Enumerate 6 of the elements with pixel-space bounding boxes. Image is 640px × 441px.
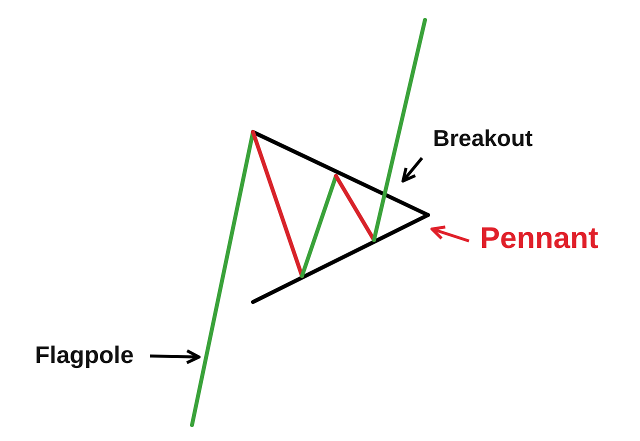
leader-arrow bbox=[150, 349, 200, 364]
callout-label: Breakout bbox=[433, 127, 533, 150]
callout-label: Pennant bbox=[468, 224, 598, 254]
leader-arrow bbox=[402, 157, 424, 182]
callout-label: Flagpole bbox=[35, 344, 134, 368]
leader-arrow bbox=[430, 226, 470, 242]
